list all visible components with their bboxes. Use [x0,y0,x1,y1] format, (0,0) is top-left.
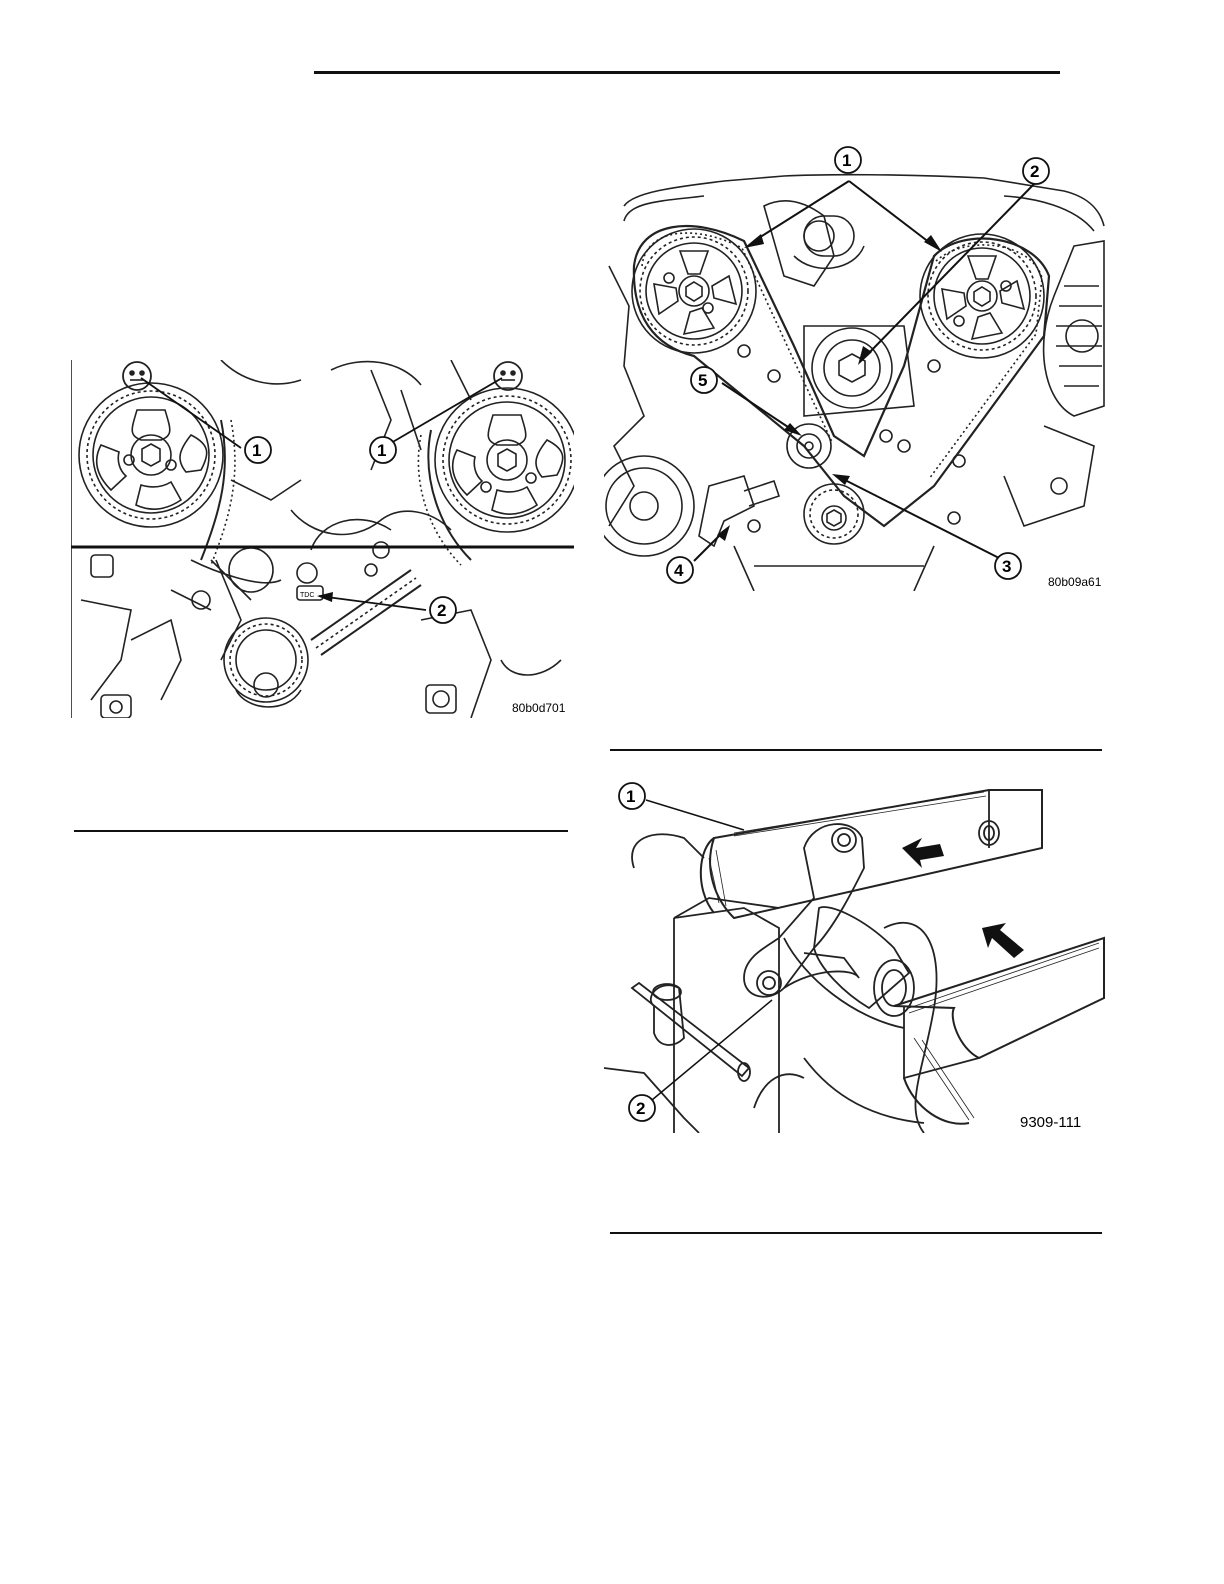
top-callout-3: 3 [1002,557,1011,576]
bottom-callout-1: 1 [626,787,635,806]
top-callout-1: 1 [842,151,851,170]
left-callout-2: 2 [437,601,446,620]
left-figure-code: 80b0d701 [512,701,566,715]
figure-timing-belt-routing: 1 2 5 4 3 80b09a61 [604,146,1106,591]
left-callout-1b: 1 [377,441,386,460]
right-section-rule-1 [610,749,1102,751]
bottom-callout-2: 2 [636,1099,645,1118]
top-callout-4: 4 [674,561,684,580]
tdc-stamp: TDC [300,592,314,599]
left-section-rule [74,830,568,832]
top-callout-5: 5 [698,371,707,390]
bottom-figure-code: 9309-111 [1020,1114,1081,1131]
top-figure-code: 80b09a61 [1048,575,1102,589]
figure-camshaft-timing-marks: 1 1 2 TDC 80b0d701 [71,360,574,718]
top-callout-2: 2 [1030,162,1039,181]
right-section-rule-2 [610,1232,1102,1234]
figure-tensioner-compression: 1 2 9309-111 [604,778,1106,1133]
figure-timing-belt-routing-drawing: 1 2 5 4 3 80b09a61 [604,146,1106,591]
header-rule [314,71,1060,74]
left-callout-1a: 1 [252,441,261,460]
figure-camshaft-timing-marks-drawing: 1 1 2 TDC 80b0d701 [71,360,574,718]
figure-tensioner-compression-drawing: 1 2 9309-111 [604,778,1106,1133]
